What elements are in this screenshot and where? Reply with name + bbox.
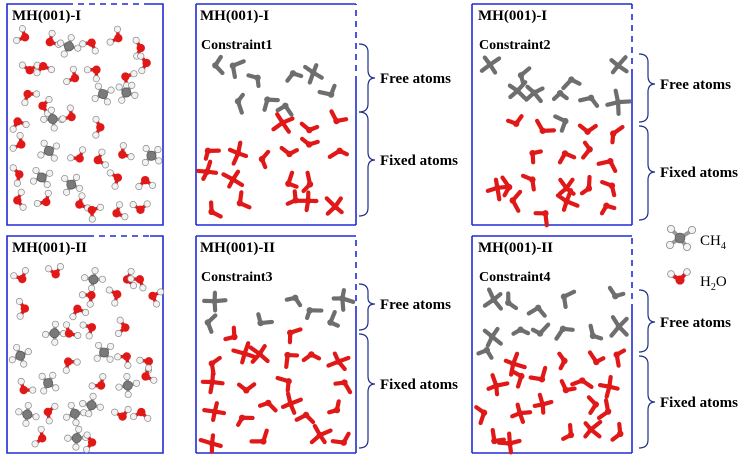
brace-label-fixed: Fixed atoms [380, 377, 458, 393]
constraint-label: Constraint1 [201, 38, 273, 53]
brace-free [358, 283, 376, 331]
brace-free [358, 43, 376, 113]
panel-constraint1: MH(001)-I Constraint1 [195, 3, 357, 226]
brace-label-fixed: Fixed atoms [660, 165, 738, 181]
constraint-label: Constraint4 [479, 270, 551, 285]
brace-fixed [638, 355, 656, 449]
panel-title: MH(001)-II [478, 240, 553, 256]
legend-h2o-label: H2O [700, 274, 727, 293]
brace-label-free: Free atoms [380, 297, 451, 313]
braces: Free atoms Fixed atoms Free atoms Fixed … [358, 43, 738, 449]
panel-title: MH(001)-I [200, 8, 269, 24]
h2o-icon [667, 268, 691, 285]
panel-mh001-i: MH(001)-I [6, 3, 164, 226]
brace-label-free: Free atoms [660, 77, 731, 93]
panel-title: MH(001)-II [200, 240, 275, 256]
legend-ch4-label: CH4 [700, 233, 726, 252]
brace-fixed [358, 333, 376, 449]
brace-label-fixed: Fixed atoms [380, 153, 458, 169]
brace-fixed [358, 111, 376, 217]
ch4-icon [666, 224, 697, 251]
constraint-label: Constraint3 [201, 270, 273, 285]
panel-mh001-ii: MH(001)-II [6, 235, 165, 454]
panel-title: MH(001)-I [12, 8, 81, 24]
brace-label-fixed: Fixed atoms [660, 395, 738, 411]
panel-title: MH(001)-I [478, 8, 547, 24]
brace-free [638, 53, 656, 123]
brace-label-free: Free atoms [660, 315, 731, 331]
legend: CH4 H2O [666, 224, 727, 293]
brace-free [638, 289, 656, 353]
brace-fixed [638, 125, 656, 221]
panel-constraint2: MH(001)-I Constraint2 [471, 3, 633, 228]
panel-title: MH(001)-II [12, 240, 87, 256]
panel-constraint3: MH(001)-II Constraint3 [195, 235, 357, 454]
brace-label-free: Free atoms [380, 71, 451, 87]
panel-constraint4: MH(001)-II Constraint4 [471, 235, 633, 455]
constraint-label: Constraint2 [479, 38, 551, 53]
